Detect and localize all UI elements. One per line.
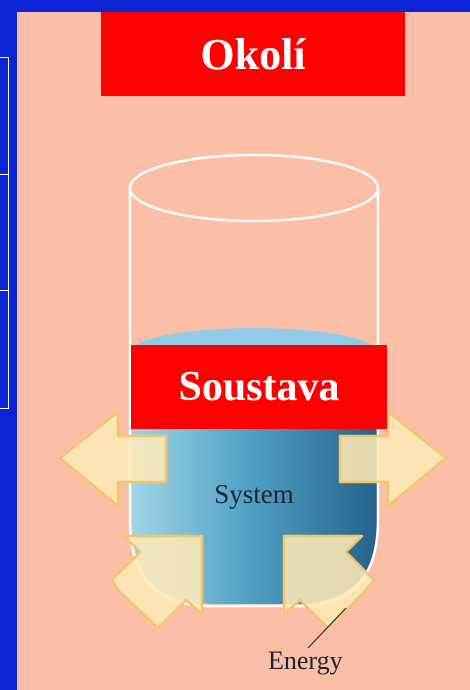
system-label-cz: Soustava [131, 345, 387, 429]
energy-label: Energy [268, 646, 343, 675]
left-frame-divider [0, 174, 8, 175]
energy-arrow-in-right [282, 534, 376, 630]
energy-leader-line [307, 607, 347, 649]
left-frame-divider [0, 290, 8, 291]
energy-arrow-out-left [58, 410, 168, 508]
left-frame-boxes [0, 57, 9, 409]
system-label: System [214, 479, 294, 509]
glass-rim [128, 153, 380, 223]
energy-arrow-in-left [110, 534, 204, 630]
energy-arrow-out-right [338, 410, 448, 508]
surroundings-label: Okolí [101, 12, 405, 96]
